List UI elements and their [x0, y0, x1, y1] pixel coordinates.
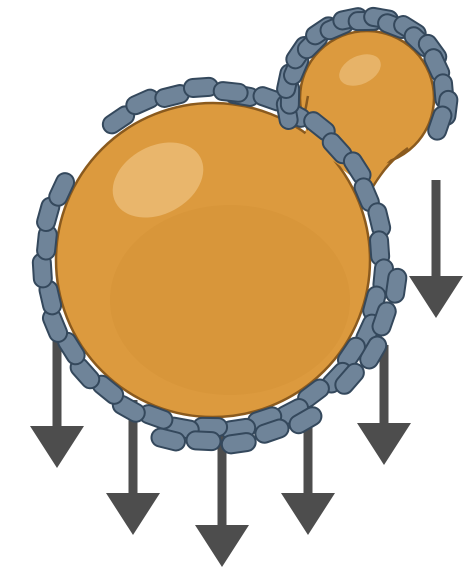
downward-arrow-icon [409, 180, 463, 318]
arrow-head [409, 276, 463, 318]
arrow-head [357, 423, 411, 465]
arrow-head [195, 525, 249, 567]
arrow-head [106, 493, 160, 535]
arrow-head [30, 426, 84, 468]
arrow-head [281, 493, 335, 535]
surface-particle-icon [183, 77, 218, 97]
surface-particle-icon [186, 431, 221, 451]
cell-shading [110, 205, 350, 395]
surface-particle-icon [213, 81, 249, 102]
